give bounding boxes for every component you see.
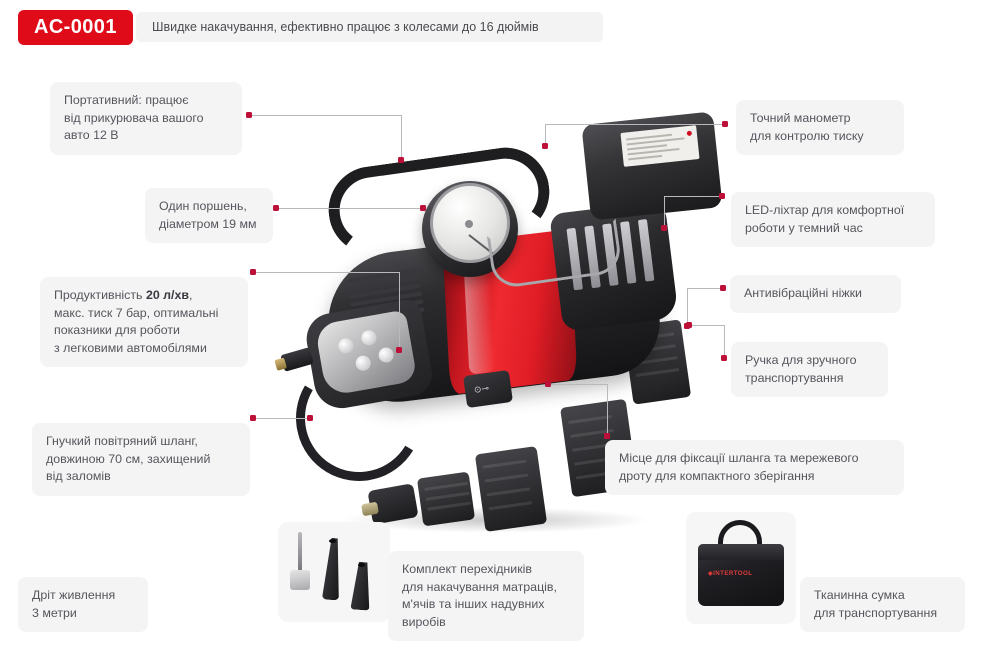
leader-line-storage-v bbox=[607, 384, 608, 436]
leader-dot-manometer-label bbox=[722, 121, 728, 127]
callout-feet: Антивібраційні ніжки bbox=[730, 275, 901, 313]
leader-dot-led-anchor bbox=[661, 225, 667, 231]
leader-line-manometer-v bbox=[545, 124, 546, 146]
leader-dot-storage-anchor bbox=[545, 381, 551, 387]
leader-dot-handle-label bbox=[721, 355, 727, 361]
leader-dot-hose-anchor bbox=[307, 415, 313, 421]
callout-performance-value: 20 л/хв bbox=[145, 288, 189, 302]
callout-led: LED-ліхтар для комфортної роботи у темни… bbox=[731, 192, 935, 248]
led-bulb bbox=[337, 337, 355, 355]
leader-line-performance-v bbox=[399, 272, 400, 350]
cone-adapter-large bbox=[322, 537, 343, 600]
leader-dot-portable-label bbox=[246, 112, 252, 118]
leader-dot-handle-anchor bbox=[686, 322, 692, 328]
anti-vibration-foot bbox=[416, 471, 476, 527]
adapters-image-tile bbox=[278, 522, 390, 622]
leader-dot-feet-label bbox=[720, 285, 726, 291]
led-bulb bbox=[360, 329, 378, 347]
bag-handles bbox=[718, 520, 762, 552]
leader-line-performance bbox=[253, 272, 400, 273]
callout-performance-post: , макс. тиск 7 бар, оптимальні показники… bbox=[54, 288, 219, 355]
leader-line-handle-h bbox=[690, 325, 725, 326]
callout-performance-pre: Продуктивність bbox=[54, 288, 146, 302]
leader-line-storage-h bbox=[548, 384, 608, 385]
bag-flap bbox=[698, 544, 784, 560]
anti-vibration-foot bbox=[474, 446, 548, 532]
cone-adapter-bore bbox=[329, 539, 336, 543]
leader-dot-performance-label bbox=[250, 269, 256, 275]
leader-dot-piston-anchor bbox=[420, 205, 426, 211]
callout-portable: Портативний: працює від прикурювача вашо… bbox=[50, 82, 242, 155]
callout-storage: Місце для фіксації шланга та мережевого … bbox=[605, 440, 904, 496]
leader-line-led-v bbox=[664, 196, 665, 228]
leader-line-hose bbox=[253, 418, 311, 419]
leader-dot-led-label bbox=[719, 193, 725, 199]
leader-dot-portable-anchor bbox=[398, 157, 404, 163]
cone-adapter-bore bbox=[358, 563, 365, 567]
pressure-gauge-face bbox=[430, 183, 510, 263]
cone-adapter-small bbox=[350, 561, 372, 610]
leader-line-feet-v bbox=[687, 288, 688, 326]
callout-handle: Ручка для зручного транспортування bbox=[731, 342, 888, 398]
callout-hose: Гнучкий повітряний шланг, довжиною 70 см… bbox=[32, 423, 250, 496]
leader-line-piston bbox=[276, 208, 424, 209]
hose-chuck-connector bbox=[274, 347, 314, 372]
leader-dot-performance-anchor bbox=[396, 347, 402, 353]
carry-bag-image-tile: ◆INTERTOOL bbox=[686, 512, 796, 624]
callout-bag: Тканинна сумка для транспортування bbox=[800, 577, 965, 633]
bag-brand-logo: ◆INTERTOOL bbox=[708, 570, 753, 577]
motor-housing bbox=[581, 111, 723, 221]
leader-dot-manometer-anchor bbox=[542, 143, 548, 149]
needle-adapter-base bbox=[290, 570, 310, 590]
product-image-compressor: ⊙⊸ bbox=[270, 55, 723, 533]
leader-line-manometer bbox=[545, 124, 725, 125]
callout-power-cord: Дріт живлення 3 метри bbox=[18, 577, 148, 633]
sku-badge: AC-0001 bbox=[18, 10, 133, 45]
gauge-hub bbox=[465, 220, 473, 228]
leader-dot-piston-label bbox=[273, 205, 279, 211]
header: AC-0001 Швидке накачування, ефективно пр… bbox=[0, 0, 990, 55]
leader-dot-storage-label bbox=[604, 433, 610, 439]
leader-line-handle-v bbox=[724, 325, 725, 358]
leader-line-feet-h bbox=[687, 288, 723, 289]
leader-line-portable-v bbox=[401, 115, 402, 160]
switch-symbol: ⊙⊸ bbox=[473, 382, 490, 395]
callout-piston: Один поршень, діаметром 19 мм bbox=[145, 188, 273, 244]
header-tagline: Швидке накачування, ефективно працює з к… bbox=[136, 12, 603, 42]
callout-performance: Продуктивність 20 л/хв, макс. тиск 7 бар… bbox=[40, 277, 248, 368]
leader-dot-hose-label bbox=[250, 415, 256, 421]
needle-adapter bbox=[298, 532, 302, 572]
power-switch[interactable]: ⊙⊸ bbox=[462, 369, 514, 409]
leader-line-led bbox=[664, 196, 724, 197]
callout-manometer: Точний манометр для контролю тиску bbox=[736, 100, 904, 156]
leader-line-portable bbox=[249, 115, 402, 116]
callout-adapters: Комплект перехідників для накачування ма… bbox=[388, 551, 584, 642]
